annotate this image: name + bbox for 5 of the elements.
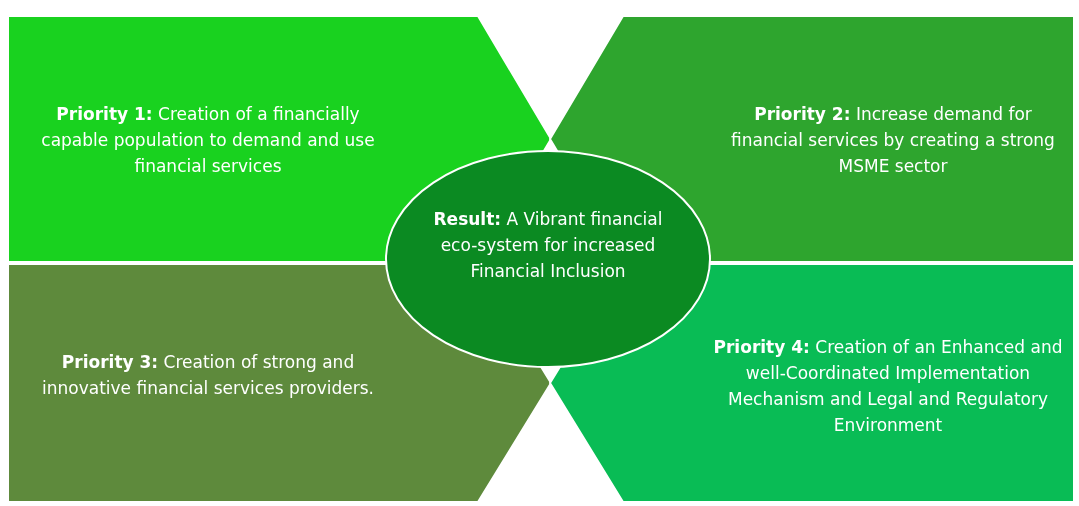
priority-text: Priority 3: Creation of strong and innovative financial services providers. <box>41 351 375 400</box>
priority-text: Priority 1: Creation of a financially capable population to demand and use financial services <box>40 103 376 178</box>
priority-text: Priority 2: Increase demand for financial services by creating a strong MSME sector <box>730 103 1056 178</box>
priority-text: Priority 4: Creation of an Enhanced and well-Coordinated Implementation Mechanism and Legal and Regulatory Environment <box>713 336 1063 437</box>
result-text: Result: A Vibrant financial eco-system for increased Financial Inclusion <box>433 208 663 283</box>
